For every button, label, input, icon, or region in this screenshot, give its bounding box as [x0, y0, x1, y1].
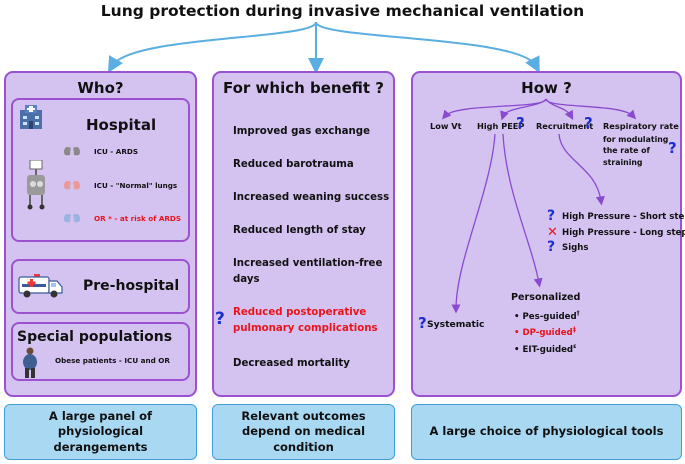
hospital-item-or: OR * - at risk of ARDS	[94, 214, 182, 223]
how-resp-rate-sub: for modulating the rate of straining	[603, 134, 673, 168]
how-arrows	[442, 98, 637, 314]
lung-risk-icon	[64, 211, 80, 223]
ambulance-icon	[18, 274, 63, 298]
special-item: Obese patients - ICU and OR	[55, 356, 170, 365]
personalized-pes: • Pes-guided†	[514, 310, 580, 322]
who-title: Who?	[77, 79, 124, 97]
question-icon-peep: ?	[516, 114, 525, 132]
personalized-dp-label: DP-guided	[522, 327, 573, 338]
question-icon-sighs: ?	[547, 239, 556, 255]
ventilator-icon	[27, 160, 45, 210]
personalized-pes-sup: †	[576, 310, 580, 317]
prehospital-title: Pre-hospital	[83, 278, 180, 294]
who-bottom-box: A large panel of physiological derangeme…	[4, 404, 197, 460]
special-title: Special populations	[17, 329, 173, 345]
figure-title: Lung protection during invasive mechanic…	[100, 2, 585, 20]
personalized-pes-label: Pes-guided	[522, 311, 577, 322]
special-box	[11, 322, 190, 381]
benefit-item-length-of-stay: Reduced length of stay	[233, 225, 366, 236]
hospital-building-icon	[20, 105, 42, 129]
personalized-eit-label: EIT-guided	[522, 344, 574, 355]
personalized-eit-sup: ɛ	[573, 343, 577, 350]
benefit-title: For which benefit ?	[222, 79, 384, 97]
how-recruitment: Recruitment	[536, 121, 594, 131]
hospital-item-ards: ICU - ARDS	[94, 147, 139, 156]
question-icon-systematic: ?	[418, 314, 427, 332]
recruit-option-short: High Pressure - Short step	[562, 212, 685, 222]
benefit-panel: For which benefit ?	[212, 71, 395, 397]
lung-ards-icon	[64, 144, 80, 156]
recruit-option-sighs: Sighs	[562, 243, 589, 253]
lung-normal-icon	[64, 178, 80, 190]
recruit-option-long: High Pressure - Long step	[562, 228, 685, 238]
how-title: How ?	[521, 79, 572, 97]
how-bottom-box: A large choice of physiological tools	[411, 404, 682, 460]
how-systematic: Systematic	[427, 319, 485, 330]
who-bottom-text: A large panel of physiological derangeme…	[48, 408, 153, 454]
how-bottom-text: A large choice of physiological tools	[429, 424, 664, 439]
benefit-bottom-text: Relevant outcomes depend on medical cond…	[241, 408, 366, 454]
cross-icon-long-step: ✕	[547, 225, 558, 240]
personalized-dp: • DP-guidedǂ	[514, 326, 576, 338]
how-resp-rate-sub-text: for modulating the rate of straining	[603, 135, 669, 167]
obese-patient-icon	[23, 347, 37, 378]
personalized-dp-sup: ǂ	[572, 326, 576, 333]
how-low-vt: Low Vt	[430, 121, 462, 131]
benefit-item-weaning: Increased weaning success	[233, 192, 390, 203]
benefit-item-barotrauma: Reduced barotrauma	[233, 159, 354, 170]
question-icon-resp-rate: ?	[668, 139, 677, 157]
benefit-item-complications: Reduced postoperative pulmonary complica…	[233, 307, 378, 334]
hospital-item-normal: ICU - "Normal" lungs	[94, 181, 178, 190]
benefit-item-mortality: Decreased mortality	[233, 358, 350, 369]
hospital-title: Hospital	[86, 116, 157, 134]
benefit-item-ventilation-free: Increased ventilation-free days	[233, 258, 383, 285]
personalized-eit: • EIT-guidedɛ	[514, 343, 577, 355]
question-icon-complications: ?	[215, 309, 225, 329]
benefit-bottom-box: Relevant outcomes depend on medical cond…	[212, 404, 395, 460]
question-icon-recruitment: ?	[584, 114, 593, 132]
how-panel: How ?	[411, 71, 682, 397]
how-personalized: Personalized	[511, 292, 581, 303]
arrow-to-how	[315, 21, 540, 74]
top-arrows	[107, 21, 540, 74]
benefit-item-gas-exchange: Improved gas exchange	[233, 126, 370, 137]
how-resp-rate: Respiratory rate	[603, 121, 679, 131]
how-high-peep: High PEEP	[477, 121, 525, 131]
question-icon-short-step: ?	[547, 208, 556, 224]
arrow-to-who	[107, 21, 317, 73]
